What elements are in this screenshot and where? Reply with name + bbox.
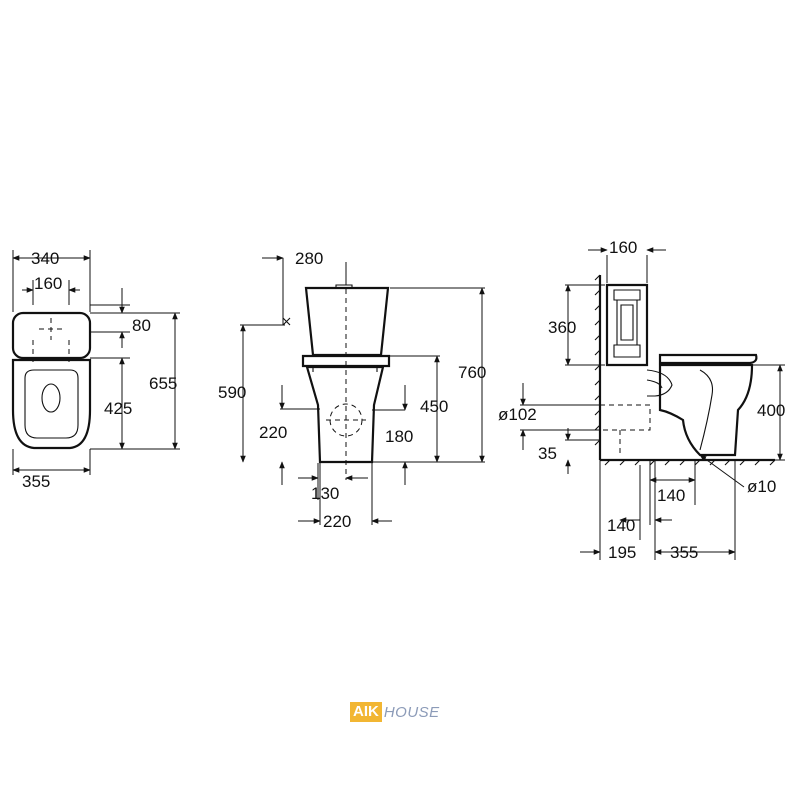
- front-view-seat: [301, 354, 391, 368]
- dim-360: 360: [548, 318, 576, 337]
- top-view-seat-opening: [24, 369, 79, 439]
- dim-160-top: 160: [34, 274, 62, 293]
- dim-280: 280: [295, 249, 323, 268]
- dim-400: 400: [757, 401, 785, 420]
- dim-450: 450: [420, 397, 448, 416]
- cistern-fixing-cross: [39, 318, 63, 340]
- side-view-cistern: [605, 283, 649, 367]
- dim-160-side: 160: [609, 238, 637, 257]
- dim-340: 340: [31, 249, 59, 268]
- side-view-bowl: [658, 363, 754, 457]
- watermark-brand-box: AIK: [350, 702, 382, 722]
- front-view: 280 760 590 450 220 180 130 220: [218, 249, 486, 531]
- top-view-cistern: [11, 311, 92, 360]
- front-view-cistern: [304, 286, 390, 357]
- dim-180: 180: [385, 427, 413, 446]
- dim-590: 590: [218, 383, 246, 402]
- dim-dia-10: ø10: [747, 477, 776, 496]
- top-view-bowl: [11, 358, 92, 450]
- dim-220-width: 220: [323, 512, 351, 531]
- flush-mechanism: [613, 289, 641, 358]
- dim-425: 425: [104, 399, 132, 418]
- top-view: 340 160 80 655 425 355: [11, 249, 180, 491]
- dim-130: 130: [311, 484, 339, 503]
- side-view: 160 360 400 ø102 35 140 ø10 140 195 355: [498, 238, 785, 562]
- dim-220-height: 220: [259, 423, 287, 442]
- side-view-seat: [658, 353, 758, 365]
- dim-140-fixing: 140: [657, 486, 685, 505]
- watermark-logo: AIK HOUSE: [350, 702, 440, 722]
- front-view-pedestal: [305, 365, 385, 464]
- dim-355-top: 355: [22, 472, 50, 491]
- watermark-brand-text: HOUSE: [383, 703, 440, 721]
- dim-140-outlet: 140: [607, 516, 635, 535]
- dim-355-side: 355: [670, 543, 698, 562]
- dim-760: 760: [458, 363, 486, 382]
- dim-35: 35: [538, 444, 557, 463]
- dim-195: 195: [608, 543, 636, 562]
- dim-dia-102: ø102: [498, 405, 537, 424]
- dim-80: 80: [132, 316, 151, 335]
- dim-655: 655: [149, 374, 177, 393]
